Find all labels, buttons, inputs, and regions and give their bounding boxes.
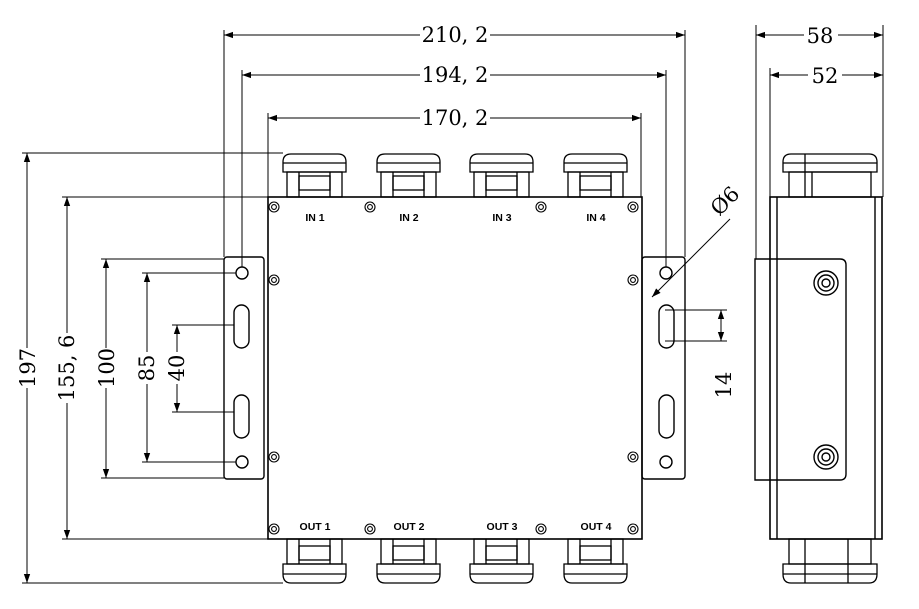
diameter-leader [651,218,731,298]
output-glands [282,538,628,584]
side-view [754,153,883,584]
left-bracket-top-hole [235,266,249,280]
right-bracket-top-hole [659,266,673,280]
label-in-2: IN 2 [399,212,418,224]
dim-text-40: 40 [165,355,189,382]
gland-out-3 [469,538,534,584]
port-labels: IN 1 IN 2 IN 3 IN 4 OUT 1 OUT 2 OUT 3 OU… [300,212,612,533]
gland-out-2 [376,538,441,584]
dim-text-197: 197 [16,348,40,388]
gland-in-2 [376,153,441,198]
enclosure-screws [268,201,639,535]
enclosure-body [267,196,643,540]
dim-text-52: 52 [812,64,839,88]
dim-text-170: 170, 2 [422,106,489,130]
input-glands [282,153,628,198]
label-out-4: OUT 4 [581,521,612,533]
left-bracket [223,256,265,480]
dimension-texts: 210, 2 194, 2 170, 2 58 52 197 155, 6 10… [15,22,842,403]
dim-text-58: 58 [807,24,834,48]
label-out-3: OUT 3 [487,521,518,533]
label-in-4: IN 4 [586,212,605,224]
right-bracket-lower-slot [658,394,675,439]
side-bolt-top [813,270,839,296]
dim-text-14: 14 [712,372,736,399]
gland-in-3 [469,153,534,198]
left-bracket-bottom-hole [235,455,249,469]
dim-text-210: 210, 2 [422,23,489,47]
dim-text-85: 85 [135,355,159,382]
front-view [223,153,686,584]
right-bracket [641,256,686,480]
gland-in-1 [282,153,347,198]
label-out-1: OUT 1 [300,521,331,533]
left-bracket-lower-slot [233,394,250,439]
label-in-1: IN 1 [305,212,324,224]
side-gland-bottom [782,538,878,584]
dim-text-diameter: Ø6 [706,182,745,221]
side-gland-top [782,153,878,198]
gland-in-4 [563,153,628,198]
gland-out-1 [282,538,347,584]
gland-out-4 [563,538,628,584]
left-bracket-upper-slot [233,304,250,349]
dim-text-155: 155, 6 [55,335,79,402]
right-bracket-upper-slot [658,304,675,349]
right-bracket-bottom-hole [659,455,673,469]
side-bracket [754,258,847,481]
dim-text-194: 194, 2 [422,63,489,87]
label-out-2: OUT 2 [394,521,425,533]
side-body [769,196,883,540]
side-bolt-bottom [813,444,839,470]
label-in-3: IN 3 [492,212,511,224]
dim-text-100: 100 [95,348,119,388]
